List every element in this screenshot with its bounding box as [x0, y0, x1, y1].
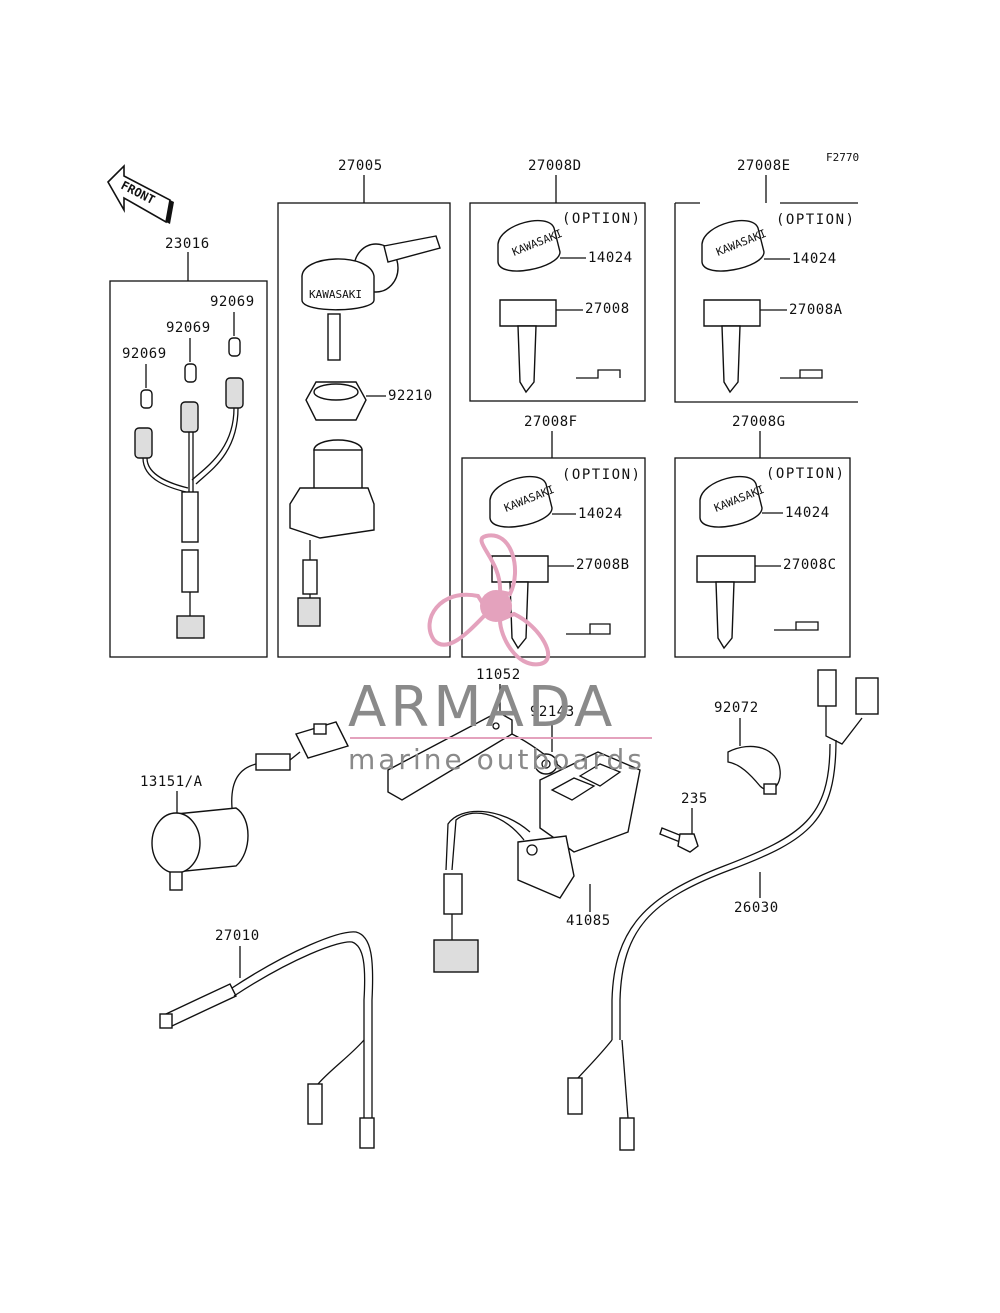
part-label-27008A: 27008A	[789, 302, 843, 318]
watermark-subtitle: marine outboards	[348, 743, 645, 776]
part-label-27008G: 27008G	[732, 414, 786, 430]
part-label-14024-e: 14024	[792, 251, 837, 267]
part-235-bolt: 235	[659, 791, 708, 853]
part-label-92069-left: 92069	[122, 346, 167, 362]
figure-code: F2770	[826, 151, 859, 164]
part-label-92143: 92143	[530, 704, 575, 720]
part-label-27008: 27008	[585, 301, 630, 317]
part-label-41085: 41085	[566, 913, 611, 929]
part-92072-band: 92072	[714, 700, 781, 795]
assembly-27008E: 27008E (OPTION) KAWASAKI 14024 27008A	[674, 158, 858, 403]
key-brand-text: KAWASAKI	[309, 288, 362, 301]
option-label-27008E: (OPTION)	[776, 212, 855, 228]
frame-23016	[109, 280, 268, 658]
front-arrow-icon: FRONT	[107, 164, 174, 224]
assembly-27008D: 27008D (OPTION) KAWASAKI 14024 27008	[469, 158, 646, 402]
part-41085-module: 41085	[433, 751, 641, 973]
assembly-27008G: 27008G (OPTION) KAWASAKI 14024 27008C	[674, 414, 851, 658]
frame-27005	[277, 202, 451, 658]
part-label-27005: 27005	[338, 158, 383, 174]
part-13151A-indicator: 13151/A	[140, 721, 349, 891]
part-label-235: 235	[681, 791, 708, 807]
option-label-27008G: (OPTION)	[766, 466, 845, 482]
part-label-92069-top: 92069	[210, 294, 255, 310]
part-label-92072: 92072	[714, 700, 759, 716]
part-label-92069-mid: 92069	[166, 320, 211, 336]
assembly-27005-ignition-switch: 27005 KAWASAKI 92210	[277, 158, 451, 658]
part-label-13151A: 13151/A	[140, 774, 203, 790]
assembly-27008F: 27008F (OPTION) KAWASAKI 14024 27008B	[461, 414, 646, 658]
watermark: ARMADA marine outboards	[348, 533, 652, 776]
frame-27008E	[674, 202, 858, 403]
option-label-27008F: (OPTION)	[562, 467, 641, 483]
part-26030-harness: 26030	[567, 669, 879, 1151]
frame-27008F	[461, 457, 646, 658]
part-label-27008D: 27008D	[528, 158, 582, 174]
propeller-logo-icon	[427, 533, 551, 667]
watermark-title: ARMADA	[348, 675, 616, 740]
part-label-23016: 23016	[165, 236, 210, 252]
part-label-11052: 11052	[476, 667, 521, 683]
part-label-27008F: 27008F	[524, 414, 578, 430]
part-label-27010: 27010	[215, 928, 260, 944]
part-label-26030: 26030	[734, 900, 779, 916]
frame-27008D	[469, 202, 646, 402]
part-label-14024-g: 14024	[785, 505, 830, 521]
frame-27008G	[674, 457, 851, 658]
part-label-92210: 92210	[388, 388, 433, 404]
part-label-27008E: 27008E	[737, 158, 791, 174]
part-label-14024-f: 14024	[578, 506, 623, 522]
part-label-27008B: 27008B	[576, 557, 630, 573]
option-label-27008D: (OPTION)	[562, 211, 641, 227]
part-27010-switch-cable: 27010	[159, 928, 375, 1149]
part-label-14024-d: 14024	[588, 250, 633, 266]
assembly-23016: 23016 92069 92069 92069	[109, 236, 268, 658]
part-92143-grommet: 92143	[530, 704, 575, 775]
part-label-27008C: 27008C	[783, 557, 837, 573]
